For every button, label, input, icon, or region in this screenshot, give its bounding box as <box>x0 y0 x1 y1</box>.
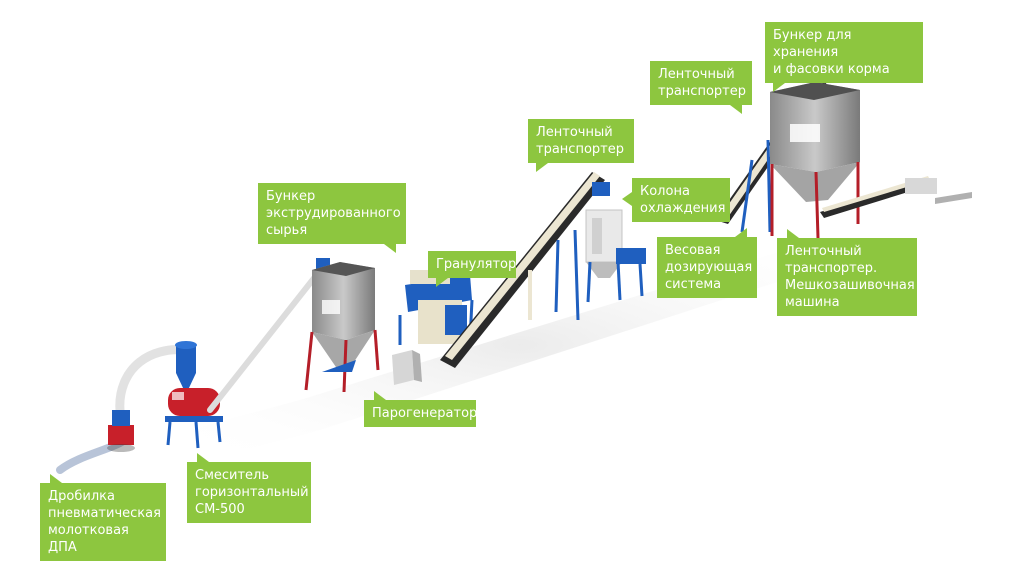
mixer-machine <box>165 341 223 449</box>
bag-sewing-conveyor <box>820 176 972 218</box>
cooling-column <box>585 209 646 303</box>
weighing-system-label: Весовая дозирующая система <box>657 228 757 298</box>
granulator-label: Гранулятор <box>428 251 516 287</box>
belt-conveyor-1 <box>440 172 610 368</box>
extruded-bunker-label: Бункер экструдированного сырья <box>258 183 406 253</box>
extruded-bunker <box>304 262 380 393</box>
mixer-label: Смеситель горизонтальный СМ-500 <box>187 453 311 523</box>
storage-bunker-label: Бункер для хранения и фасовки корма <box>765 22 923 92</box>
conveyor-1-label: Ленточный транспортер <box>528 119 634 172</box>
cooling-column-label: Колона охлаждения <box>622 178 730 222</box>
steam-generator <box>392 350 422 385</box>
conveyor-sewing-label: Ленточный транспортер. Мешкозашивочная м… <box>777 229 917 316</box>
storage-bunker <box>770 82 860 239</box>
conveyor-2-label: Ленточный транспортер <box>650 61 752 114</box>
crusher-label: Дробилка пневматическая молотковая ДПА <box>40 474 166 561</box>
steam-generator-label: Парогенератор <box>364 391 477 427</box>
granulator <box>398 270 474 345</box>
floor-shadow <box>40 190 1000 500</box>
production-line-scene <box>40 74 1000 500</box>
crusher-machine <box>56 345 188 474</box>
